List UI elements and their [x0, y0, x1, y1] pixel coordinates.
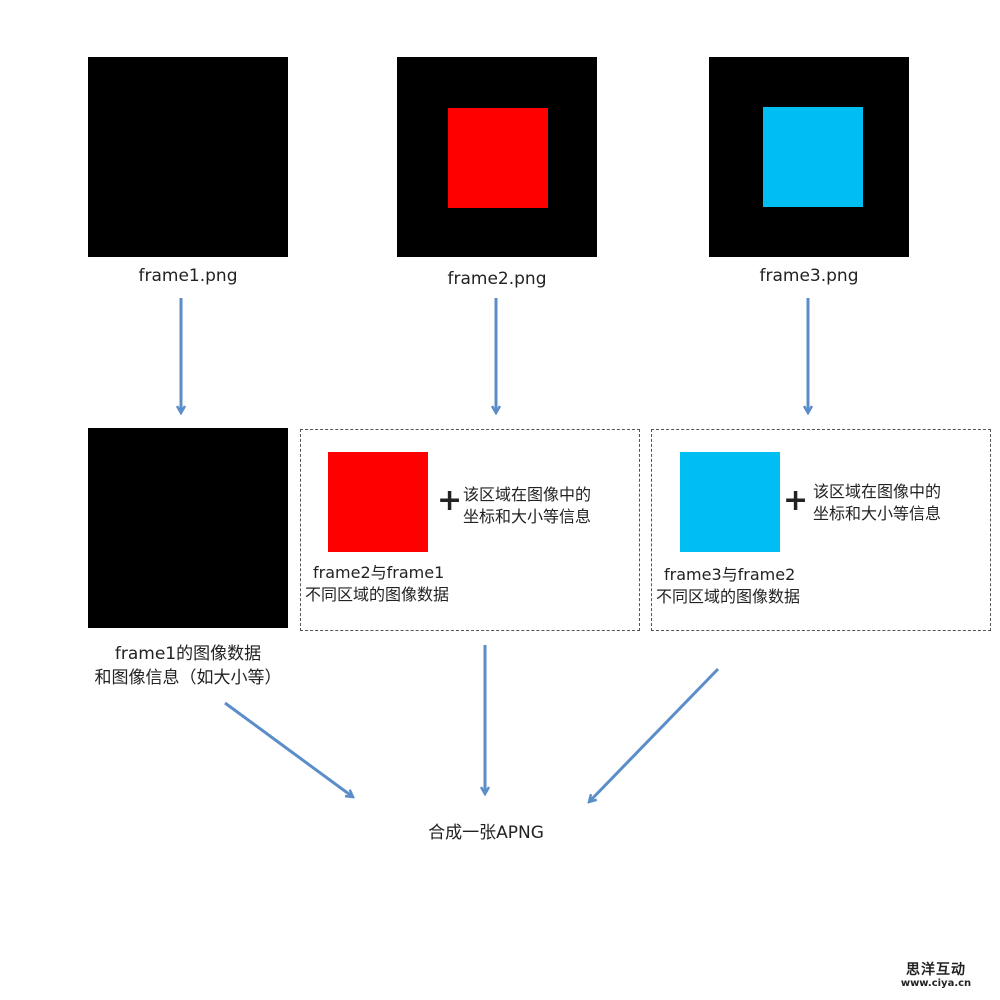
frame2-caption-line1: frame2与frame1 — [313, 563, 445, 582]
frame1-data-block — [88, 428, 288, 628]
frame1-image — [88, 57, 288, 257]
watermark-line1: 思洋互动 — [906, 962, 966, 978]
frame2-info-line2: 坐标和大小等信息 — [463, 507, 592, 526]
frame2-red-square — [448, 108, 548, 208]
frame3-info: 该区域在图像中的 坐标和大小等信息 — [813, 481, 941, 525]
frame2-diff-caption: frame2与frame1 不同区域的图像数据 — [305, 562, 449, 606]
frame1-data-caption: frame1的图像数据 和图像信息（如大小等） — [58, 642, 318, 690]
frame2-label: frame2.png — [447, 269, 547, 289]
frame3-caption-line2: 不同区域的图像数据 — [656, 587, 801, 606]
frame3-caption-line1: frame3与frame2 — [664, 565, 796, 584]
frame2-caption-line2: 不同区域的图像数据 — [305, 585, 450, 604]
frame3-info-line1: 该区域在图像中的 — [813, 482, 942, 501]
frame2-image — [397, 57, 597, 257]
frame1-caption-line2: 和图像信息（如大小等） — [94, 668, 282, 688]
frame3-diff-square — [680, 452, 780, 552]
watermark: 思洋互动 www.ciya.cn — [886, 962, 986, 990]
plus-icon: + — [783, 483, 809, 518]
frame2-diff-box: + 该区域在图像中的 坐标和大小等信息 frame2与frame1 不同区域的图… — [300, 429, 640, 631]
frame3-blue-square — [763, 107, 863, 207]
frame3-diff-box: + 该区域在图像中的 坐标和大小等信息 frame3与frame2 不同区域的图… — [651, 429, 991, 631]
watermark-line2: www.ciya.cn — [900, 978, 972, 989]
plus-icon: + — [437, 483, 463, 518]
frame1-label: frame1.png — [138, 266, 238, 286]
frame3-info-line2: 坐标和大小等信息 — [813, 504, 942, 523]
frame3-diff-caption: frame3与frame2 不同区域的图像数据 — [656, 564, 800, 608]
result-label: 合成一张APNG — [428, 823, 544, 843]
frame3-image — [709, 57, 909, 257]
frame3-label: frame3.png — [759, 266, 859, 286]
arrow-merge-left — [224, 701, 353, 797]
frame1-caption-line1: frame1的图像数据 — [114, 644, 262, 664]
frame2-diff-square — [328, 452, 428, 552]
arrow-merge-right — [589, 667, 720, 802]
frame2-info-line1: 该区域在图像中的 — [463, 485, 592, 504]
frame2-info: 该区域在图像中的 坐标和大小等信息 — [463, 484, 591, 528]
